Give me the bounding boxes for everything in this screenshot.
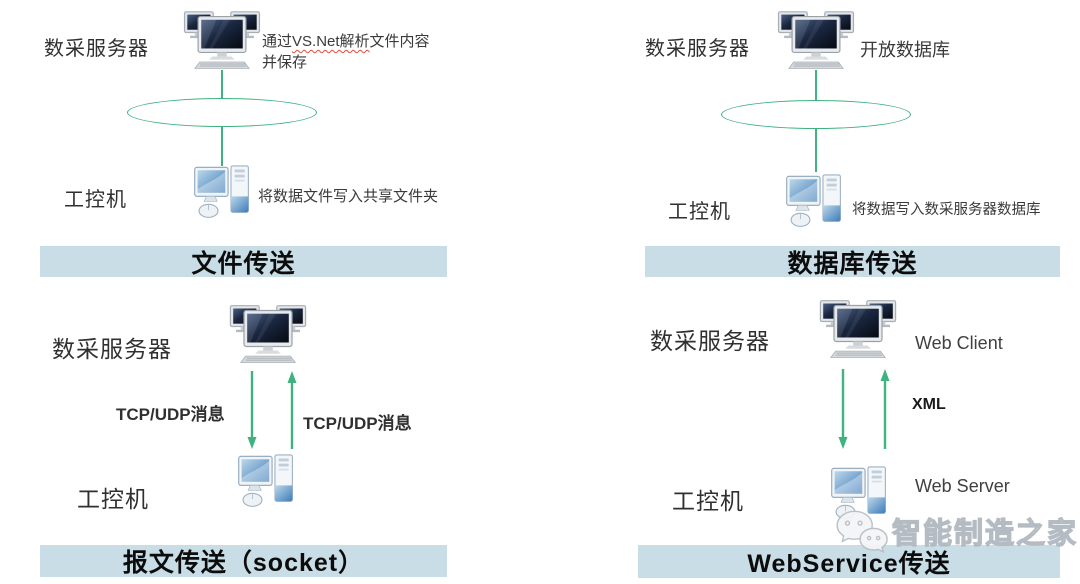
arrow-down-icon [838,369,848,449]
connector-line [221,126,223,166]
connector-line [815,128,817,172]
server-label: 数采服务器 [52,336,172,362]
note-text: 文件内容 [369,33,430,50]
server-note: 通过VS.Net解析文件内容 并保存 [262,31,430,73]
connector-line [815,70,817,100]
server-icon [818,299,898,360]
client-pc-icon [786,172,844,230]
watermark-text: 智能制造之家 [891,517,1079,550]
arrow-down-icon [247,371,257,449]
server-icon [776,11,856,70]
server-label: 数采服务器 [650,328,770,354]
banner-socket-transfer: 报文传送（socket） [40,545,447,577]
database-transfer-section: 数采服务器 开放数据库 工控机 将数据写入数采服务器数据库 数据库传送 [540,0,1080,292]
client-note: 将数据写入数采服务器数据库 [852,202,1041,218]
server-note-line2: 并保存 [262,54,308,71]
connector-line [221,70,223,99]
vsnet-wavy-text: VS.Net解析 [292,33,370,50]
note-text: 通过 [262,33,293,50]
client-pc-icon [194,163,252,221]
client-pc-icon [238,452,296,510]
arrow-up-icon [287,371,297,449]
banner-file-transfer: 文件传送 [40,246,447,278]
banner-database-transfer: 数据库传送 [645,246,1060,278]
server-label: 数采服务器 [44,38,149,60]
webservice-transfer-section: 数采服务器 Web Client XML Web Server 工控机 WebS… [540,292,1080,584]
server-icon [182,11,262,70]
wechat-icon [836,510,888,554]
socket-transfer-section: 数采服务器 TCP/UDP消息 TCP/UDP消息 工控机 报文传送（socke… [0,292,540,584]
tcp-udp-label-left: TCP/UDP消息 [116,405,225,424]
banner-webservice-transfer: WebService传送 [638,545,1060,578]
network-ellipse [721,100,911,129]
client-label: 工控机 [77,486,149,512]
tcp-udp-label-right: TCP/UDP消息 [303,414,412,433]
server-note-line1: 通过VS.Net解析文件内容 [262,31,430,52]
file-transfer-section: 数采服务器 通过VS.Net解析文件内容 并保存 工控机 将数据文件写入共享文件… [0,0,540,292]
web-client-label: Web Client [915,333,1003,353]
server-label: 数采服务器 [645,38,750,60]
network-ellipse [127,98,317,127]
client-label: 工控机 [64,189,127,211]
web-server-label: Web Server [915,476,1010,496]
xml-label: XML [912,396,946,413]
client-label: 工控机 [672,488,744,514]
client-label: 工控机 [668,201,731,223]
arrow-up-icon [880,369,890,449]
watermark: 智能制造之家 [834,508,1078,556]
client-note: 将数据文件写入共享文件夹 [258,188,439,205]
server-note: 开放数据库 [860,40,950,60]
server-icon [228,304,308,365]
